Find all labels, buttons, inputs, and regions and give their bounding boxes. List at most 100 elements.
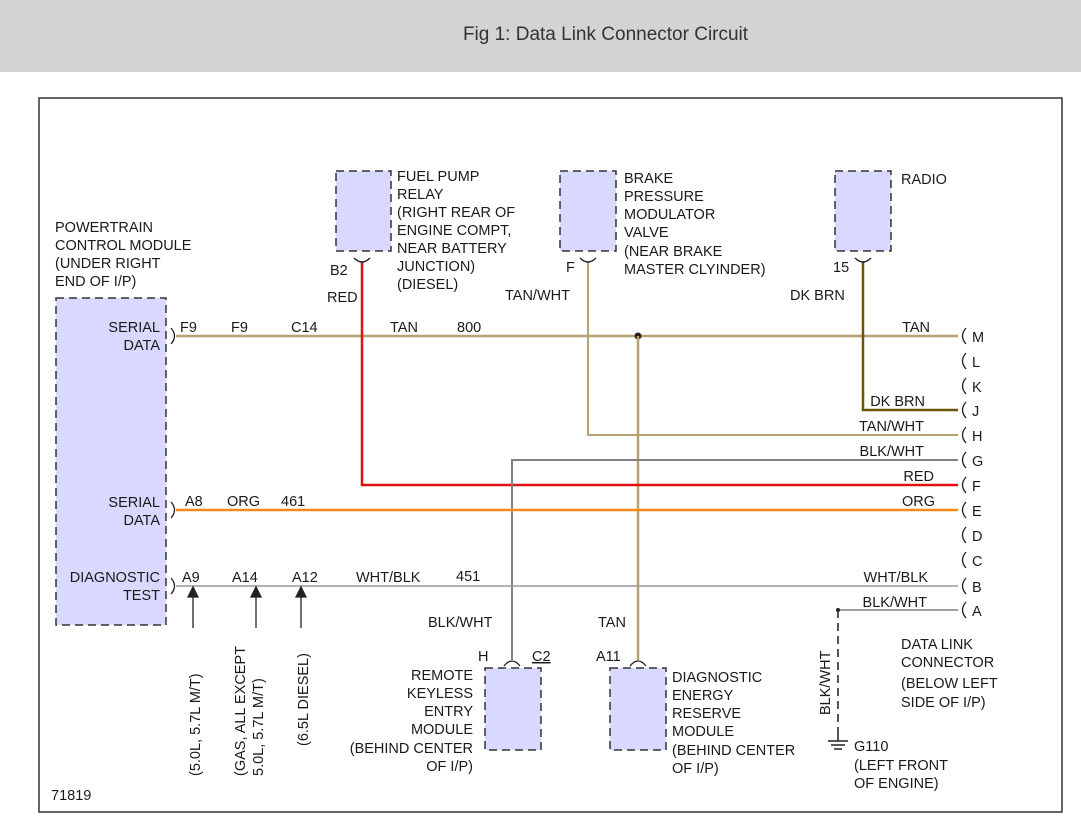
dlc-pin-d: D (972, 529, 982, 545)
tan-800-right: TAN (902, 320, 930, 336)
pcm-label-4: END OF I/P) (55, 274, 136, 290)
wire-tan-derm-label: TAN (598, 615, 626, 631)
diag-451-circuit: 451 (456, 569, 480, 585)
ground-label-1: G110 (854, 739, 888, 755)
tan-800-color: TAN (390, 320, 418, 336)
org-461-color: ORG (227, 494, 260, 510)
wire-blk-wht-g-bottom-label: BLK/WHT (428, 615, 493, 631)
derm-label-6: OF I/P) (672, 761, 719, 777)
diag-pin-a14: A14 (232, 570, 258, 586)
dlc-pin-c: C (972, 554, 982, 570)
derm-pin: A11 (596, 649, 621, 665)
dlc-pin-a: A (972, 604, 982, 620)
fpr-label-2: RELAY (397, 187, 444, 203)
pcm-label-1: POWERTRAIN (55, 220, 153, 236)
bpm-label-3: MODULATOR (624, 207, 715, 223)
bpm-pin: F (566, 260, 575, 276)
diag-note-1: (5.0L, 5.7L M/T) (188, 673, 204, 776)
dlc-pin-b: B (972, 580, 982, 596)
rke-pin: H (478, 649, 488, 665)
diag-451-right: WHT/BLK (864, 570, 929, 586)
derm-label-3: RESERVE (672, 706, 741, 722)
wire-tan-wht-top-label: TAN/WHT (505, 288, 570, 304)
org-461-circuit: 461 (281, 494, 305, 510)
wire-red-top-label: RED (327, 290, 358, 306)
ground-label-3: OF ENGINE) (854, 776, 939, 792)
wire-red (360, 262, 958, 487)
rke-label-3: ENTRY (424, 704, 473, 720)
dlc-pin-g: G (972, 454, 983, 470)
fuel-pump-relay-box (335, 170, 392, 252)
tan-800-circuit: 800 (457, 320, 481, 336)
wire-dk-brn (861, 262, 958, 412)
diag-arrows (186, 585, 308, 628)
figure-id: 71819 (51, 788, 91, 804)
wire-dk-brn-top-label: DK BRN (790, 288, 845, 304)
derm-box (609, 667, 667, 751)
ground-wire-label: BLK/WHT (818, 650, 834, 715)
ground-label-2: (LEFT FRONT (854, 758, 948, 774)
wire-blk-wht-g-right-label: BLK/WHT (860, 444, 925, 460)
rke-label-6: OF I/P) (426, 759, 473, 775)
page-title: Fig 1: Data Link Connector Circuit (462, 24, 749, 45)
bpm-label-6: MASTER CLYINDER) (624, 262, 766, 278)
dlc-label-2: CONNECTOR (901, 655, 994, 671)
header-bar: Fig 1: Data Link Connector Circuit (0, 0, 1081, 72)
fpr-label-5: NEAR BATTERY (397, 241, 507, 257)
derm-label-5: (BEHIND CENTER (672, 743, 795, 759)
rke-box (484, 667, 542, 751)
pcm-label-3: (UNDER RIGHT (55, 256, 161, 272)
dlc-pin-j: J (972, 404, 979, 420)
brake-modulator-box (559, 170, 617, 252)
bpm-label-4: VALVE (624, 225, 669, 241)
rke-label-1: REMOTE (411, 668, 473, 684)
pcm-box (55, 297, 167, 626)
pcm-serial-data-1b: DATA (123, 338, 160, 354)
rke-label-2: KEYLESS (407, 686, 473, 702)
derm-label-4: MODULE (672, 724, 734, 740)
fpr-label-6: JUNCTION) (397, 259, 475, 275)
diag-pin-a12: A12 (292, 570, 318, 586)
radio-pin: 15 (833, 260, 849, 276)
dlc-pin-h: H (972, 429, 982, 445)
fpr-label-7: (DIESEL) (397, 277, 458, 293)
wire-blk-wht-g (511, 459, 958, 660)
fpr-label-4: ENGINE COMPT, (397, 223, 511, 239)
org-461-pin: A8 (185, 494, 203, 510)
pcm-serial-data-2a: SERIAL (108, 495, 160, 511)
pcm-serial-data-2b: DATA (123, 513, 160, 529)
dlc-pin-k: K (972, 380, 982, 396)
radio-box (834, 170, 892, 252)
dlc-pin-f: F (972, 479, 981, 495)
derm-label-2: ENERGY (672, 688, 734, 704)
fpr-pin: B2 (330, 263, 348, 279)
dlc-label-3: (BELOW LEFT (901, 676, 998, 692)
bpm-label-2: PRESSURE (624, 189, 704, 205)
wire-dk-brn-right-label: DK BRN (870, 394, 925, 410)
rke-label-4: MODULE (411, 722, 473, 738)
tan-800-pin2: F9 (231, 320, 248, 336)
diag-451-color: WHT/BLK (356, 570, 421, 586)
wire-blk-wht-a-right-label: BLK/WHT (863, 595, 928, 611)
dlc-label-1: DATA LINK (901, 637, 973, 653)
pcm-serial-data-1a: SERIAL (108, 320, 160, 336)
fpr-label-1: FUEL PUMP (397, 169, 479, 185)
rke-label-5: (BEHIND CENTER (350, 741, 473, 757)
diag-note-2a: (GAS, ALL EXCEPT (233, 646, 249, 776)
ground-splice (836, 608, 840, 612)
pcm-diag-b: TEST (123, 588, 160, 604)
bpm-label-1: BRAKE (624, 171, 673, 187)
dlc-label-4: SIDE OF I/P) (901, 695, 986, 711)
wire-tan-wht-right-label: TAN/WHT (859, 419, 924, 435)
fpr-label-3: (RIGHT REAR OF (397, 205, 515, 221)
org-461-right: ORG (902, 494, 935, 510)
dlc-pin-m: M (972, 330, 984, 346)
dlc-pin-e: E (972, 504, 982, 520)
pcm-diag-a: DIAGNOSTIC (70, 570, 160, 586)
diagram-frame (38, 97, 1063, 813)
rke-connector: C2 (532, 649, 551, 665)
dlc-pin-l: L (972, 355, 980, 371)
wire-tan-wht (587, 262, 958, 436)
bpm-label-5: (NEAR BRAKE (624, 244, 723, 260)
